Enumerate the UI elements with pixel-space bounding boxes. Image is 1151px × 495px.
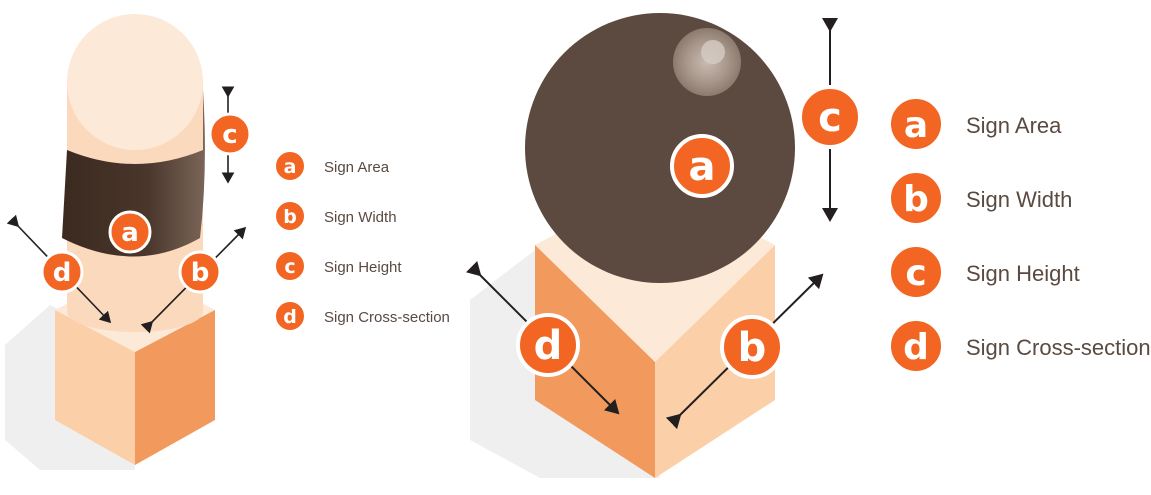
svg-text:c: c [818, 95, 842, 141]
left-figure: a b c d a Sign Area b Sign Width [5, 14, 450, 470]
svg-text:a: a [121, 218, 139, 248]
svg-text:d: d [283, 306, 297, 328]
svg-text:Sign Cross-section: Sign Cross-section [324, 309, 450, 326]
right-figure: a b c d a Sign Area b Sign Width [465, 13, 1151, 478]
left-legend-item-c: c Sign Height [274, 250, 402, 282]
left-marker-c: c [208, 112, 252, 156]
svg-text:b: b [738, 325, 767, 371]
svg-text:b: b [283, 206, 297, 228]
right-legend-item-b: b Sign Width [887, 169, 1072, 227]
left-marker-b: b [178, 250, 222, 294]
svg-text:b: b [903, 179, 929, 220]
svg-text:d: d [903, 327, 929, 368]
svg-text:b: b [191, 258, 210, 288]
right-marker-b: b [720, 315, 784, 379]
right-round-sign [525, 13, 795, 283]
right-legend-item-c: c Sign Height [887, 243, 1080, 301]
left-legend-item-a: a Sign Area [274, 150, 390, 182]
left-marker-d: d [40, 250, 84, 294]
right-legend-item-a: a Sign Area [887, 95, 1062, 153]
right-marker-a: a [670, 134, 734, 198]
svg-text:d: d [53, 258, 72, 288]
right-sign-gloss [673, 28, 741, 96]
left-legend-item-d: d Sign Cross-section [274, 300, 450, 332]
left-legend-item-b: b Sign Width [274, 200, 397, 232]
svg-text:Sign Width: Sign Width [966, 187, 1072, 212]
left-legend: a Sign Area b Sign Width c Sign Height d… [274, 150, 450, 332]
svg-text:c: c [905, 253, 926, 294]
svg-text:Sign Cross-section: Sign Cross-section [966, 335, 1151, 360]
svg-text:a: a [284, 156, 297, 178]
svg-text:Sign Height: Sign Height [324, 259, 402, 276]
left-cylinder-top [67, 14, 203, 150]
svg-text:Sign Area: Sign Area [324, 159, 390, 176]
svg-text:Sign Width: Sign Width [324, 209, 397, 226]
svg-text:Sign Area: Sign Area [966, 113, 1062, 138]
right-legend-item-d: d Sign Cross-section [887, 317, 1151, 375]
left-marker-a: a [108, 210, 152, 254]
right-legend: a Sign Area b Sign Width c Sign Height d… [887, 95, 1151, 375]
svg-text:a: a [904, 105, 928, 146]
right-marker-d: d [516, 313, 580, 377]
svg-text:d: d [534, 323, 563, 369]
svg-text:c: c [284, 256, 295, 278]
svg-text:c: c [222, 120, 237, 150]
right-marker-c: c [798, 85, 862, 149]
svg-text:Sign Height: Sign Height [966, 261, 1080, 286]
svg-text:a: a [689, 144, 716, 190]
